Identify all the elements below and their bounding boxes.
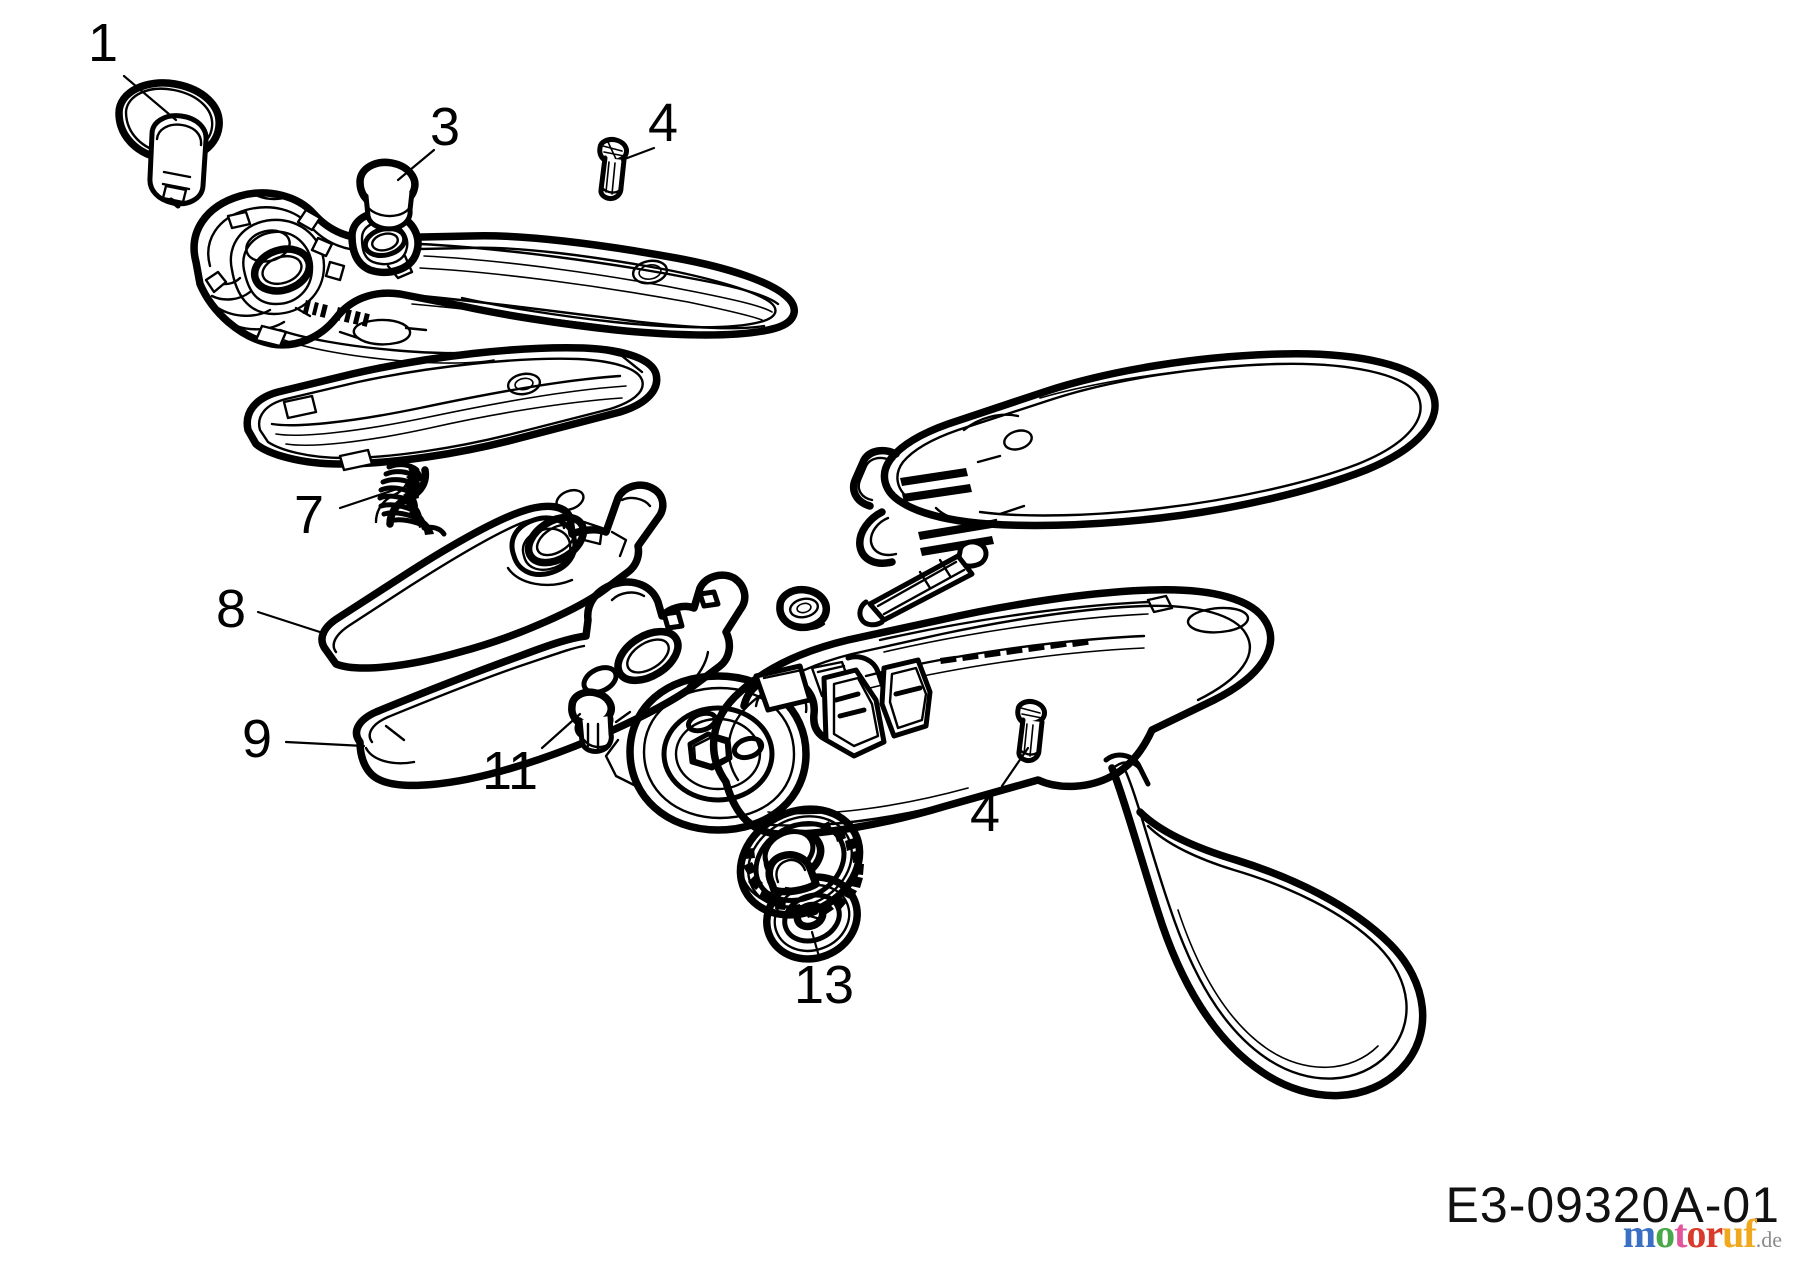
wm-letter-o2: o (1686, 1211, 1706, 1256)
leader-1 (122, 74, 178, 122)
wm-suffix: .de (1755, 1227, 1782, 1252)
embossed-marking (302, 300, 370, 327)
part-11-rivet (568, 688, 615, 754)
part-4b-screw (1015, 699, 1047, 763)
strap-loop (1103, 752, 1427, 1100)
leader-9 (284, 740, 366, 748)
leader-4a (620, 146, 656, 162)
lower-handle-cover (243, 344, 661, 472)
alignment-pin (857, 539, 989, 628)
wm-letter-m: m (1622, 1211, 1656, 1256)
right-upper-grip (849, 350, 1439, 567)
leader-3 (396, 148, 436, 182)
callout-11[interactable]: 11 (482, 741, 539, 801)
wm-letter-r: r (1705, 1211, 1723, 1256)
leader-13 (810, 930, 822, 962)
part-8-upper-blade (318, 481, 667, 672)
motoruf-watermark: motoruf.de (1623, 1214, 1782, 1254)
drawing-number: E3-09320A-01 (1445, 1177, 1780, 1233)
leader-11 (540, 712, 582, 750)
leader-7 (338, 486, 402, 510)
callout-13[interactable]: 13 (794, 955, 855, 1015)
part-3-plug (356, 158, 419, 232)
wm-letter-o1: o (1655, 1211, 1675, 1256)
right-lower-handle-body (604, 585, 1275, 838)
wm-letter-u: u (1722, 1211, 1744, 1256)
leader-8 (256, 610, 328, 636)
callout-7[interactable]: 7 (294, 485, 325, 545)
callout-4-upper[interactable]: 4 (648, 93, 679, 153)
wm-letter-t: t (1674, 1211, 1687, 1256)
leader-4b (1000, 746, 1030, 788)
part-1-end-cap (115, 79, 223, 209)
part-4a-screw (597, 137, 629, 201)
callout-9[interactable]: 9 (242, 709, 273, 769)
part-7-coil-spring (374, 462, 447, 537)
body-ridge (939, 638, 1089, 664)
callout-4-lower[interactable]: 4 (970, 783, 1001, 843)
callout-8[interactable]: 8 (216, 579, 247, 639)
callout-3[interactable]: 3 (430, 97, 461, 157)
upper-handle-shell (190, 189, 798, 364)
leader-lines (122, 74, 1030, 962)
callout-1[interactable]: 1 (88, 13, 119, 73)
wm-letter-f: f (1743, 1211, 1756, 1256)
part-13-pivot-bolt (763, 851, 861, 963)
